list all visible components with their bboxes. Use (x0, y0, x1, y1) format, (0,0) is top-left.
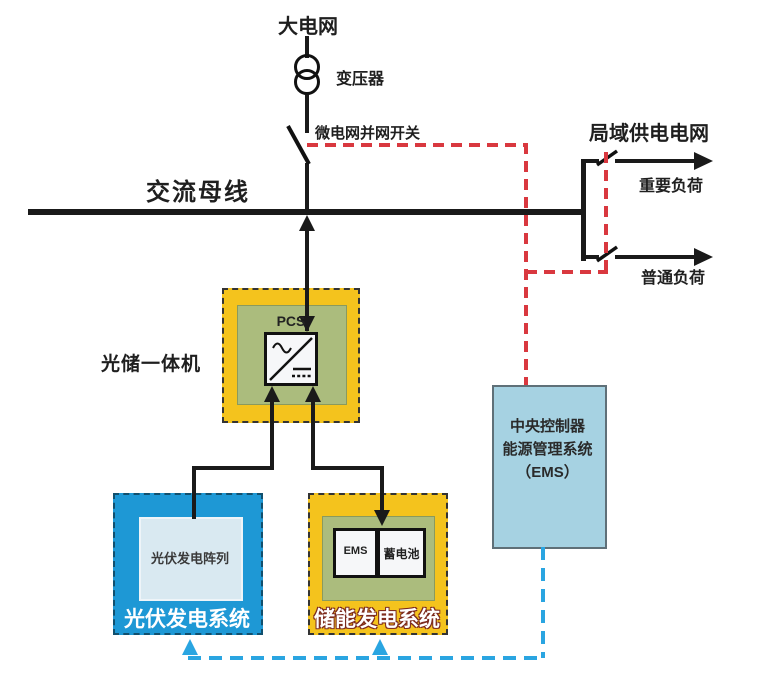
blue-arrow-pv-icon (182, 639, 198, 655)
transformer-label: 变压器 (336, 71, 385, 88)
local-grid-label: 局域供电电网 (589, 123, 709, 145)
bus-pcs-down-arrow-icon (299, 316, 315, 332)
grid-feeder-line-top (305, 36, 309, 58)
normal-load-line-a (584, 255, 599, 259)
battery-box (377, 528, 426, 578)
central-controller-line1: 中央控制器 (509, 418, 585, 435)
storage-system-label: 储能发电系统 (314, 608, 440, 631)
bus-pcs-up-arrow-icon (299, 215, 315, 231)
important-load-label: 重要负荷 (639, 178, 704, 195)
red-dash-load-connector (526, 270, 608, 274)
pv-array-label: 光伏发电阵列 (150, 551, 229, 566)
blue-dash-bottom-bus (188, 656, 545, 660)
inverter-symbol-icon (269, 337, 313, 381)
red-dash-switch-to-ems (307, 143, 528, 147)
storage-pcs-up-arrow-icon (305, 386, 321, 402)
bus-pcs-line (305, 219, 309, 331)
central-controller-line2: 能源管理系统 (502, 441, 593, 458)
pv-pcs-up-arrow-icon (264, 386, 280, 402)
bms-box (333, 528, 378, 578)
main-grid-label: 大电网 (278, 16, 338, 38)
storage-pcs-line (311, 401, 315, 470)
pv-array-box (139, 517, 243, 601)
central-controller-line3: （EMS） (516, 464, 579, 481)
normal-load-line-b (615, 255, 698, 259)
pv-system-label: 光伏发电系统 (124, 608, 250, 631)
pv-riser-line (192, 466, 196, 519)
blue-arrow-storage-icon (372, 639, 388, 655)
local-grid-bracket-line (581, 159, 586, 261)
normal-load-arrow-icon (694, 248, 713, 266)
grid-switch-label: 微电网并网开关 (315, 125, 421, 142)
pv-jog-line (192, 466, 274, 470)
pcs-label: PCS (276, 313, 306, 329)
red-dash-vertical-to-ems (524, 143, 528, 385)
battery-label: 蓄电池 (383, 547, 420, 561)
central-controller-box (492, 385, 607, 549)
pv-pcs-line (270, 401, 274, 470)
central-controller-label: 中央控制器 能源管理系统 （EMS） (492, 415, 603, 484)
important-load-line-a (584, 159, 599, 163)
important-load-line-b (615, 159, 698, 163)
grid-feeder-line-mid (305, 94, 309, 133)
grid-switch-blade-icon (286, 125, 311, 165)
battery-down-arrow-icon (374, 510, 390, 526)
blue-dash-ems-drop (541, 547, 545, 658)
important-load-arrow-icon (694, 152, 713, 170)
ac-bus-label: 交流母线 (146, 179, 250, 206)
bms-label: EMS (343, 545, 368, 557)
switch-to-bus-line (305, 163, 309, 211)
storage-jog-line (311, 466, 384, 470)
normal-load-label: 普通负荷 (641, 270, 706, 287)
pv-storage-unit-label: 光储一体机 (101, 354, 202, 375)
red-dash-load-switches (604, 152, 608, 274)
pcs-inverter-box (264, 332, 318, 386)
storage-drop-line (380, 466, 384, 511)
ac-bus-line (28, 209, 586, 215)
transformer-icon (294, 69, 320, 95)
